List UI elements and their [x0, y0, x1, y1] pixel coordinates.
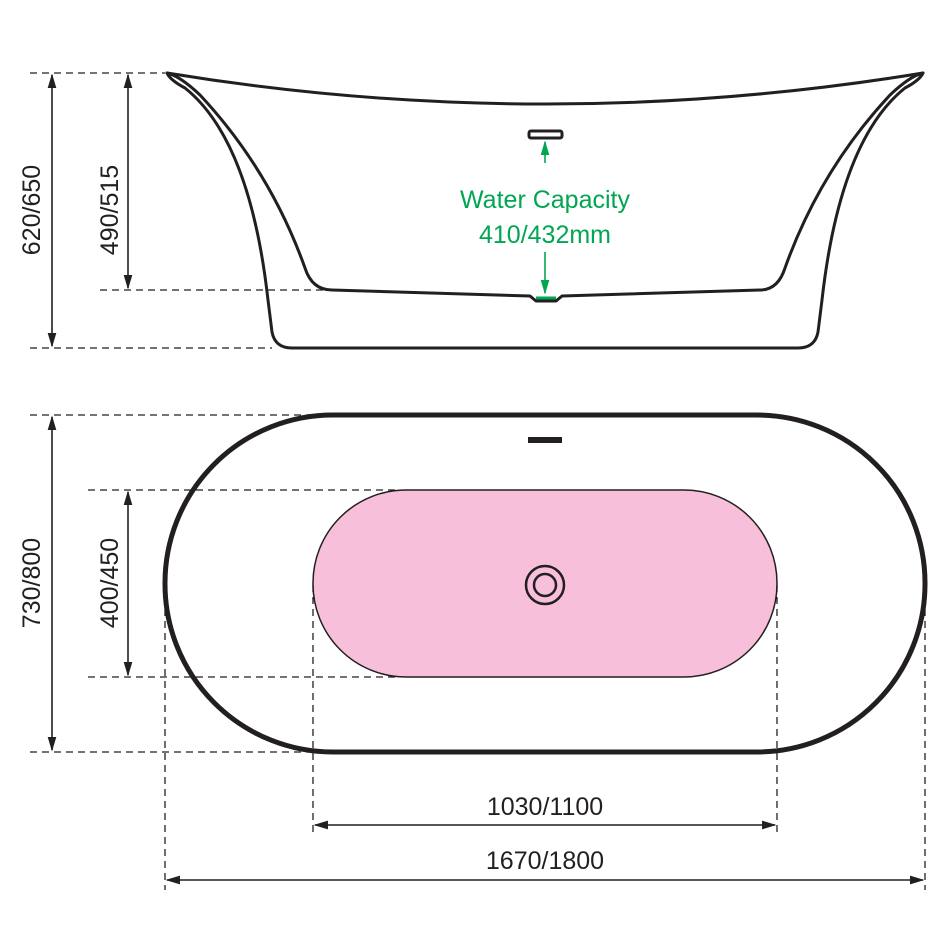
- overall-height-label: 620/650: [18, 165, 46, 255]
- tub-outer-left: [165, 71, 925, 350]
- drain-icon: [524, 564, 566, 606]
- tub-inner-left: [165, 71, 925, 303]
- tub-basin: [312, 489, 778, 678]
- overall-width-label: 730/800: [18, 538, 46, 628]
- side-view: Water Capacity 410/432mm 620/650 490/515: [18, 71, 925, 350]
- inner-length-label: 1030/1100: [487, 793, 603, 821]
- top-view: 730/800 400/450 1030/1100 1670/1800: [18, 412, 928, 890]
- overall-length-label: 1670/1800: [486, 847, 604, 875]
- inner-width-label: 400/450: [96, 538, 124, 628]
- tub-outer-outline: [162, 412, 928, 755]
- overflow-icon: [527, 129, 564, 140]
- water-capacity-value: 410/432mm: [479, 221, 611, 249]
- water-capacity-label: Water Capacity: [460, 186, 630, 214]
- tub-rim: [165, 71, 925, 106]
- inner-depth-label: 490/515: [96, 165, 124, 255]
- overflow-icon-top: [528, 437, 562, 443]
